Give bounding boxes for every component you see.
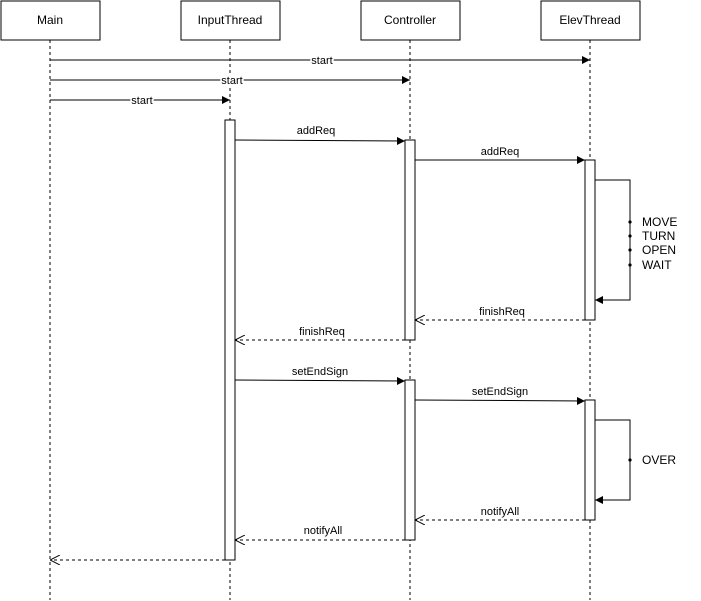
participant-controller: Controller <box>360 0 461 41</box>
message-setendsign-1-arrow <box>234 376 406 385</box>
message-addreq-2-label: addReq <box>481 146 520 158</box>
label-background <box>295 125 337 137</box>
self-loop-elevthread-1 <box>595 179 631 304</box>
participant-elevthread-label: ElevThread <box>559 13 620 27</box>
label-background <box>470 386 530 398</box>
activation-elevthread-2 <box>584 399 596 521</box>
message-notifyall-1-label: notifyAll <box>481 506 520 518</box>
message-addreq-1-label: addReq <box>297 125 336 137</box>
participant-main-label: Main <box>37 13 63 27</box>
message-setendsign-2-label: setEndSign <box>472 386 528 398</box>
participant-inputthread-label: InputThread <box>198 13 263 27</box>
message-start-inputthread-label: start <box>131 95 152 107</box>
participant-elevthread: ElevThread <box>540 0 641 41</box>
message-start-elevthread-label: start <box>311 55 332 67</box>
label-background <box>290 366 350 378</box>
participant-controller-label: Controller <box>384 13 436 27</box>
message-finishreq-2-label: finishReq <box>299 326 345 338</box>
message-setendsign-2-arrow <box>414 396 586 405</box>
message-notifyall-2-label: notifyAll <box>304 525 343 537</box>
label-background <box>298 326 346 338</box>
elev-step-open: OPEN <box>642 243 676 257</box>
message-setendsign-1-label: setEndSign <box>292 366 348 378</box>
elev-step-wait: WAIT <box>642 258 672 272</box>
activation-elevthread-1 <box>584 159 596 321</box>
elev-end-step-bullet <box>628 458 632 462</box>
activation-controller-2 <box>404 379 416 541</box>
message-start-controller-label: start <box>221 75 242 87</box>
elev-step-move: MOVE <box>642 215 677 229</box>
message-finishreq-1-label: finishReq <box>479 306 525 318</box>
activation-controller-1 <box>404 139 416 341</box>
elev-steps-list: MOVE TURN OPEN WAIT <box>628 215 677 272</box>
message-addreq-1-arrow <box>234 136 406 145</box>
label-background <box>220 75 244 87</box>
label-background <box>478 306 526 318</box>
activation-inputthread <box>224 119 236 561</box>
label-background <box>130 95 154 107</box>
elev-step-turn: TURN <box>642 229 675 243</box>
participant-inputthread: InputThread <box>180 0 281 41</box>
label-background <box>310 55 334 67</box>
label-background <box>302 525 344 537</box>
label-background <box>479 146 521 158</box>
participant-main: Main <box>0 0 101 41</box>
self-loop-elevthread-2 <box>595 419 631 504</box>
elev-end-step-over: OVER <box>642 453 676 467</box>
label-background <box>479 506 521 518</box>
